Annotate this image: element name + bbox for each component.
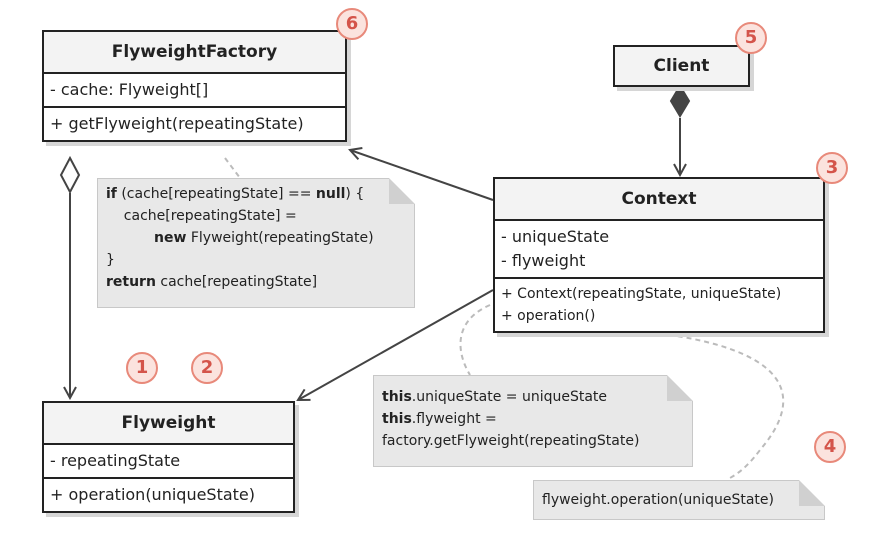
flyweight-fields: - repeatingState: [44, 445, 293, 479]
code-text: ) {: [345, 186, 365, 202]
flyweight-factory-title: FlyweightFactory: [44, 32, 345, 74]
method-get-flyweight: + getFlyweight(repeatingState): [50, 114, 304, 133]
method-context-constructor: + Context(repeatingState, uniqueState): [501, 286, 782, 302]
note-line: }: [106, 252, 115, 268]
note-line: flyweight.operation(uniqueState): [542, 492, 774, 508]
badge-2: 2: [191, 352, 223, 384]
context-to-flyweight-association: [298, 289, 494, 400]
note-line: new Flyweight(repeatingState): [106, 227, 406, 249]
flyweight-factory-methods: + getFlyweight(repeatingState): [44, 108, 345, 140]
flyweight-methods: + operation(uniqueState): [44, 479, 293, 511]
method-operation-unique-state: + operation(uniqueState): [50, 485, 256, 504]
operation-note-link: [623, 329, 785, 479]
badge-6: 6: [336, 8, 368, 40]
context-methods: + Context(repeatingState, uniqueState) +…: [495, 279, 823, 331]
field-cache: - cache: Flyweight[]: [50, 80, 209, 99]
keyword-new: new: [154, 230, 187, 246]
code-text: .uniqueState = uniqueState: [411, 389, 608, 405]
note-line: cache[repeatingState] =: [106, 208, 297, 224]
context-class: Context - uniqueState - flyweight + Cont…: [493, 177, 825, 333]
factory-code-note: if (cache[repeatingState] == null) { cac…: [97, 178, 415, 308]
flyweight-class: Flyweight - repeatingState + operation(u…: [42, 401, 295, 513]
keyword-if: if: [106, 186, 117, 202]
aggregation-diamond-icon: [59, 155, 81, 195]
code-text: .flyweight =: [411, 411, 497, 427]
note-fold-icon: [389, 178, 415, 204]
factory-note-link: [224, 157, 241, 179]
field-repeating-state: - repeatingState: [50, 451, 181, 470]
note-fold-icon: [799, 480, 825, 506]
code-text: (cache[repeatingState] ==: [116, 186, 316, 202]
operation-code-note: flyweight.operation(uniqueState): [533, 480, 825, 520]
badge-3: 3: [816, 152, 848, 184]
context-fields: - uniqueState - flyweight: [495, 221, 823, 279]
client-title: Client: [615, 47, 748, 85]
client-class: Client: [613, 45, 750, 87]
note-line: return cache[repeatingState]: [106, 271, 406, 293]
code-text: cache[repeatingState]: [155, 274, 318, 290]
note-line: this.flyweight =: [382, 408, 684, 430]
field-flyweight: - flyweight: [501, 251, 586, 270]
flyweight-factory-fields: - cache: Flyweight[]: [44, 74, 345, 108]
note-line: this.uniqueState = uniqueState: [382, 386, 684, 408]
badge-4: 4: [814, 431, 846, 463]
field-unique-state: - uniqueState: [501, 227, 610, 246]
context-to-factory-association: [350, 150, 494, 201]
note-fold-icon: [667, 375, 693, 401]
badge-1: 1: [126, 352, 158, 384]
note-line: if (cache[repeatingState] == null) {: [106, 183, 406, 205]
context-title: Context: [495, 179, 823, 221]
context-note-link: [459, 304, 491, 376]
flyweight-title: Flyweight: [44, 403, 293, 445]
context-code-note: this.uniqueState = uniqueState this.flyw…: [373, 375, 693, 467]
note-line: factory.getFlyweight(repeatingState): [382, 433, 640, 449]
flyweight-factory-class: FlyweightFactory - cache: Flyweight[] + …: [42, 30, 347, 142]
keyword-this: this: [382, 411, 412, 427]
keyword-null: null: [315, 186, 346, 202]
keyword-this: this: [382, 389, 412, 405]
badge-5: 5: [735, 22, 767, 54]
method-operation: + operation(): [501, 308, 596, 324]
keyword-return: return: [106, 274, 156, 290]
composition-diamond-icon: [669, 84, 691, 118]
code-text: Flyweight(repeatingState): [186, 230, 374, 246]
